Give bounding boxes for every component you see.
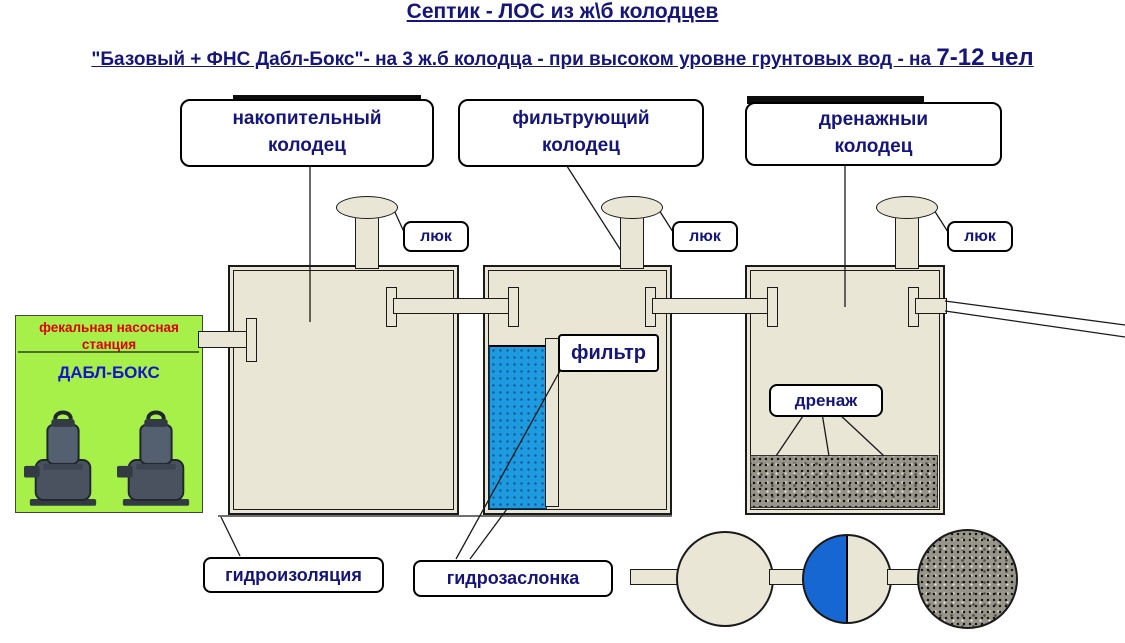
filtering-well-label: фильтрующий колодец: [458, 99, 704, 167]
drainage-gravel-layer: [750, 455, 938, 508]
inlet-tee: [246, 318, 257, 362]
subtitle-capacity: 7-12 чел: [936, 44, 1034, 71]
pump-station-model: ДАБЛ-БОКС: [58, 362, 160, 382]
hatch-cover-2: [601, 196, 663, 219]
drainage-well-label: дренажныи колодец: [745, 102, 1002, 166]
outlet-pipe: [915, 298, 947, 314]
diagram-subtitle: "Базовый + ФНС Дабл-Бокс"- на 3 ж.б коло…: [0, 44, 1125, 72]
hatch-cover-3: [876, 196, 938, 219]
hatch-neck-1: [355, 211, 379, 269]
pump-station-name: фекальная насосная станция: [39, 320, 179, 352]
well-inner-border: [233, 270, 454, 510]
well-top-view-drainage: [917, 529, 1018, 629]
hatch-callout-3: люк: [947, 221, 1013, 252]
subtitle-text: "Базовый + ФНС Дабл-Бокс"- на 3 ж.б коло…: [91, 49, 937, 70]
drain-callout: дренаж: [769, 384, 883, 417]
filter-callout: фильтр: [558, 334, 659, 372]
well-inner-border: [488, 270, 667, 510]
waterproofing-callout: гидроизоляция: [203, 557, 384, 593]
pump-icon: [23, 410, 96, 506]
hatch-neck-2: [620, 211, 644, 269]
well3-inlet-tee: [767, 287, 778, 327]
gate-callout: гидрозаслонка: [413, 560, 613, 597]
hatch-callout-2: люк: [672, 221, 738, 252]
pump-images: [16, 409, 202, 509]
well2-inlet-tee: [508, 287, 519, 327]
hatch-callout-1: люк: [403, 221, 469, 252]
label-box-shadow-bar: [747, 96, 924, 104]
diagram-title: Септик - ЛОС из ж\б колодцев: [406, 0, 719, 23]
storage-well-label: накопительный колодец: [180, 99, 434, 167]
pump-station-box: фекальная насосная станция ДАБЛ-БОКС: [15, 315, 203, 513]
well-top-view-filtering: [802, 534, 892, 624]
pump-icon: [116, 410, 189, 506]
hatch-cover-1: [336, 196, 398, 219]
hatch-neck-3: [895, 211, 919, 269]
